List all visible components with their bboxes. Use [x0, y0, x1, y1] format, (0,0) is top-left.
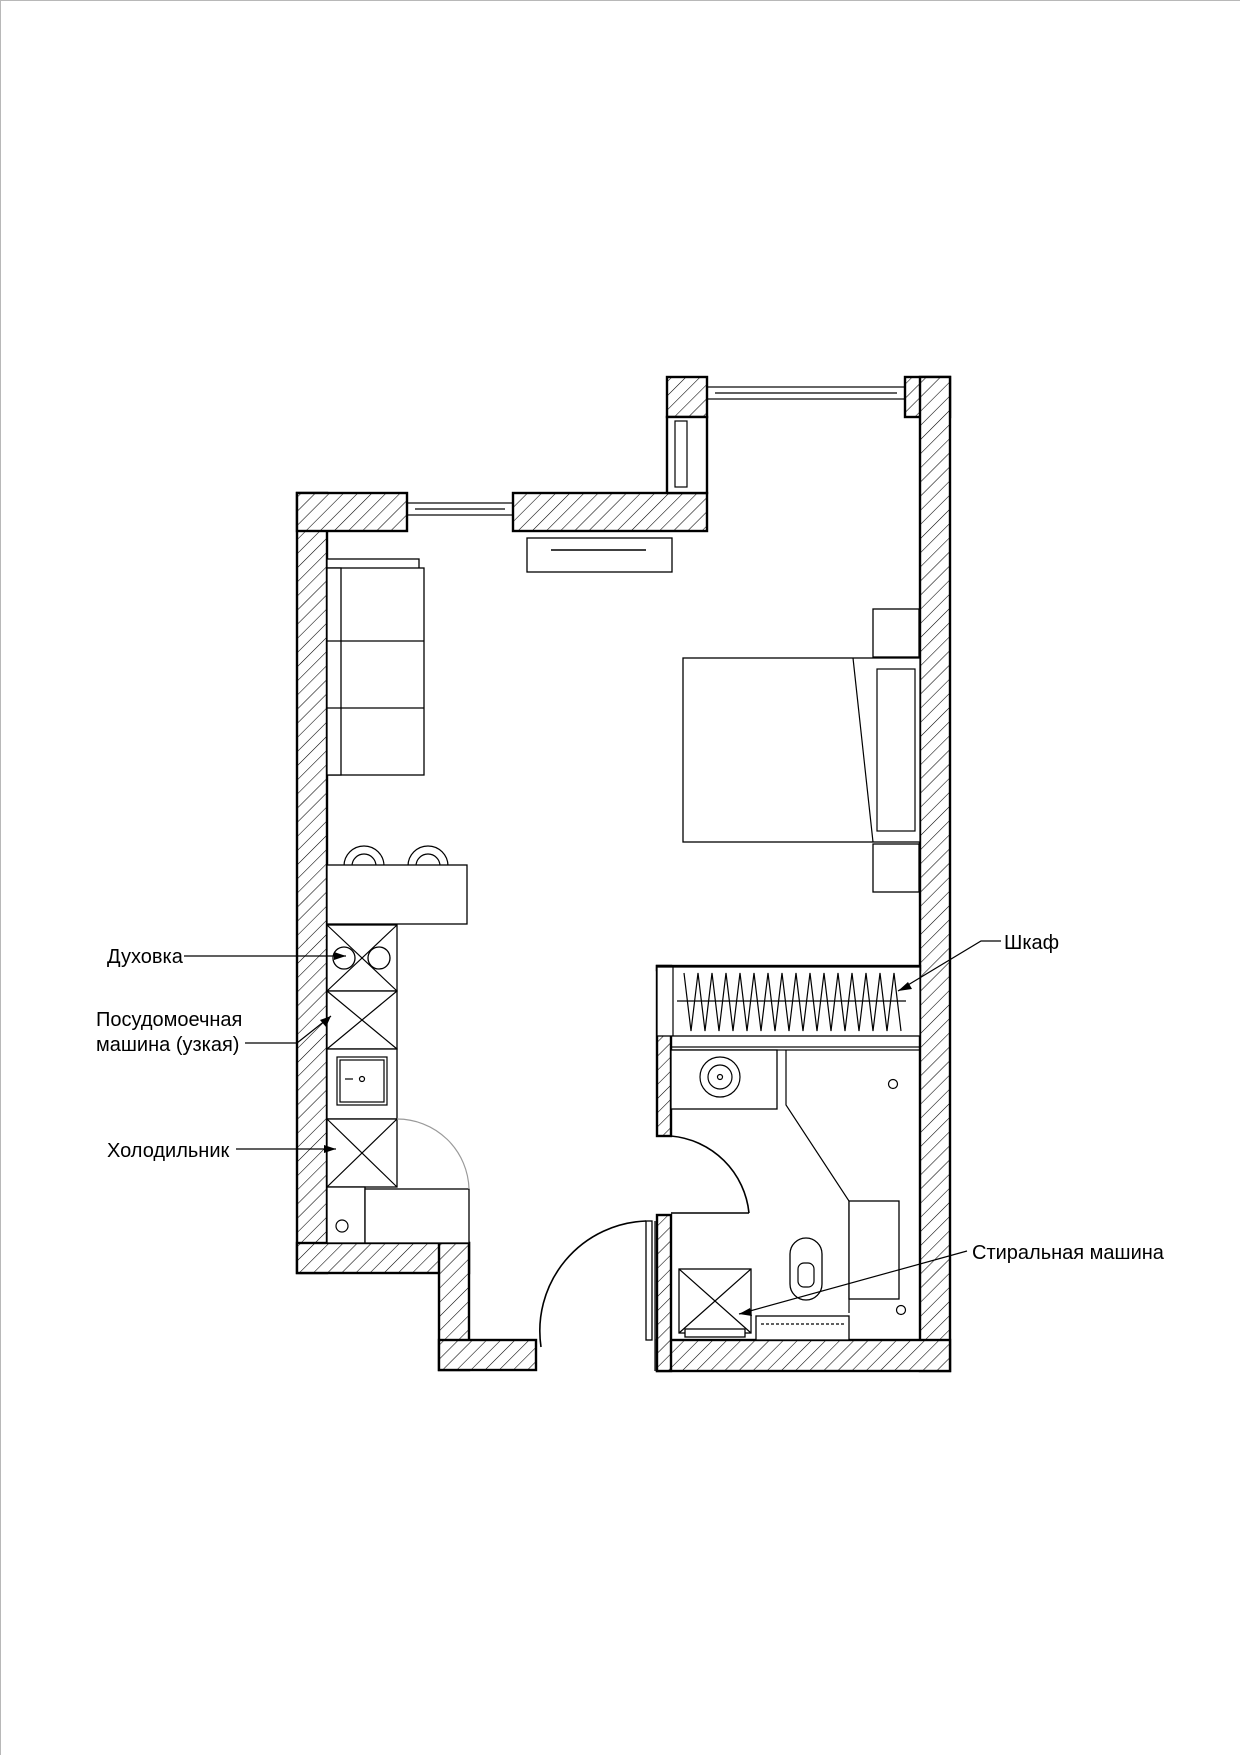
kitchen-door-swing: [396, 1118, 470, 1190]
wall-left: [295, 491, 329, 1275]
leader-lines: [184, 940, 1001, 1316]
wall-top-left: [295, 491, 409, 533]
bathroom-door: [670, 1135, 750, 1214]
kitchen-units: [326, 924, 470, 1244]
bar-counter: [326, 845, 468, 925]
leader-wardrobe: [897, 940, 1001, 992]
nightstand-bottom: [872, 843, 920, 893]
wall-bottom-right: [655, 1338, 952, 1373]
label-dishwasher-line1: Посудомоечная: [96, 1009, 242, 1031]
wall-top-middle: [511, 491, 709, 533]
bed: [682, 608, 921, 893]
entrance-door: [539, 1220, 656, 1371]
wardrobe: [656, 966, 921, 1037]
tv-unit: [526, 537, 673, 573]
sink-cabinet: [326, 1048, 398, 1120]
shower-tray: [848, 1200, 900, 1300]
label-dishwasher-line2: машина (узкая): [96, 1034, 239, 1056]
label-washing-machine: Стиральная машина: [972, 1242, 1165, 1264]
wall-bathroom-lower: [655, 1213, 673, 1373]
window-top-left: [406, 502, 514, 516]
label-oven: Духовка: [107, 946, 184, 968]
bathroom: [670, 1046, 921, 1341]
nightstand-top: [872, 608, 920, 658]
window-top-right: [706, 386, 906, 400]
wall-corridor-bottom: [437, 1338, 538, 1372]
wall-bay-corner: [665, 375, 709, 419]
label-fridge: Холодильник: [107, 1140, 230, 1162]
bath-shelf: [755, 1315, 850, 1341]
windows: [406, 386, 906, 516]
leader-dishwasher: [245, 1015, 332, 1044]
label-wardrobe: Шкаф: [1004, 932, 1059, 954]
sofa: [326, 558, 425, 776]
walls: [295, 375, 952, 1373]
wall-right: [918, 375, 952, 1373]
washbasin: [670, 1049, 778, 1110]
window-bay-side: [674, 420, 688, 488]
leader-washing-machine: [738, 1250, 968, 1315]
toilet: [789, 1237, 823, 1301]
